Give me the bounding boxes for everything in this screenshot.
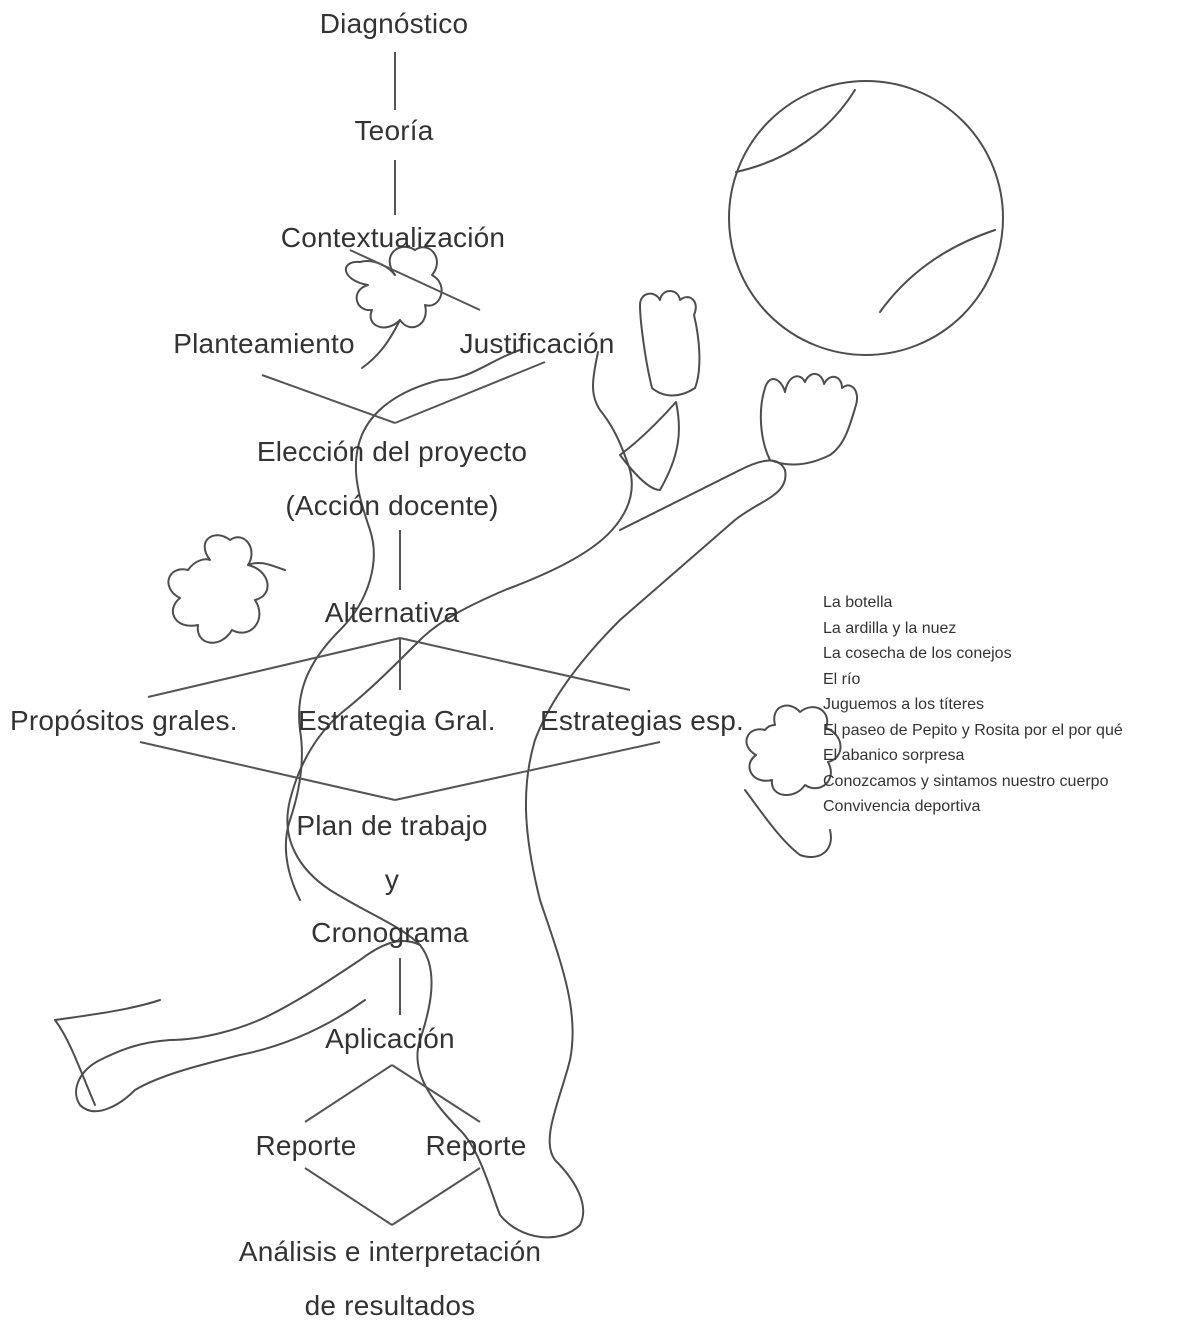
reporte-node-1: Reporte <box>255 1130 357 1161</box>
reporte-node-2: Reporte <box>425 1130 527 1161</box>
list-item: La botella <box>823 594 893 611</box>
estrategia-gral-node: Estrategia Gral. <box>298 705 496 736</box>
flower-illustration-1 <box>344 245 443 329</box>
accion-docente-node: (Acción docente) <box>285 490 499 521</box>
flower-illustration-2 <box>167 534 269 644</box>
leg-illustration <box>75 940 421 1113</box>
analisis-node: Análisis e interpretación <box>238 1236 542 1267</box>
list-item: El río <box>823 670 861 688</box>
eleccion-node: Elección del proyecto <box>256 436 528 467</box>
hand-right-illustration <box>759 373 858 466</box>
activities-list: La botella La ardilla y la nuez La cosec… <box>823 590 1123 820</box>
list-item: La ardilla y la nuez <box>823 619 957 637</box>
hand-left-illustration <box>639 290 701 397</box>
estrategias-esp-node: Estrategias esp. <box>540 705 744 736</box>
list-item: Convivencia deportiva <box>823 798 981 815</box>
body-illustration <box>286 351 787 1239</box>
list-item: El paseo de Pepito y Rosita por el por q… <box>823 721 1123 739</box>
contextualizacion-node: Contextualización <box>280 222 506 253</box>
flower-illustration-3 <box>745 704 842 796</box>
cronograma-node: Cronograma <box>311 917 469 948</box>
plan-node: Plan de trabajo <box>296 810 488 841</box>
flowchart-connectors <box>139 52 661 1226</box>
planteamiento-node: Planteamiento <box>173 328 355 359</box>
ball-illustration <box>728 80 1004 356</box>
list-item: Conozcamos y sintamos nuestro cuerpo <box>823 772 1109 790</box>
propositos-node: Propósitos grales. <box>10 705 238 736</box>
teoria-node: Teoría <box>354 115 434 146</box>
y-node: y <box>384 864 400 895</box>
list-item: Juguemos a los títeres <box>823 696 984 713</box>
aplicacion-node: Aplicación <box>325 1023 455 1054</box>
list-item: La cosecha de los conejos <box>823 645 1012 662</box>
diagnostico-node: Diagnóstico <box>319 8 469 39</box>
alternativa-node: Alternativa <box>324 597 460 628</box>
justificacion-node: Justificación <box>459 328 615 359</box>
list-item: El abanico sorpresa <box>823 747 965 764</box>
resultados-node: de resultados <box>304 1290 476 1321</box>
